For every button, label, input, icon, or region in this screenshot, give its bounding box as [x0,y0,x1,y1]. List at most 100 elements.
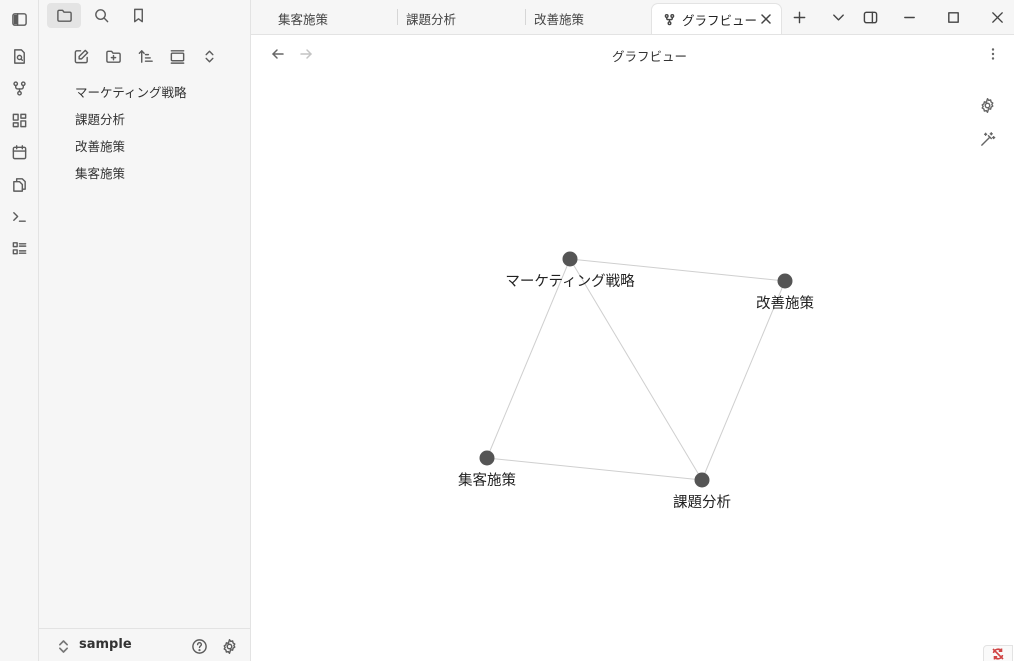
chevrons-up-down-icon [204,50,214,62]
plus-icon [793,11,805,23]
quick-switcher-button[interactable] [7,44,31,68]
tab-label: 課題分析 [406,12,457,27]
graph-edge-marketing-issues [569,258,703,481]
daily-note-button[interactable] [7,140,31,164]
close-icon[interactable] [759,12,773,26]
gallery-horizontal-icon [170,49,184,64]
graph-node-label-improve: 改善施策 [756,295,814,312]
graph-edge-improve-issues [701,280,786,481]
new-note-button[interactable] [69,44,93,68]
file-item-attract[interactable]: 集客施策 [75,166,126,181]
file-search-icon [13,48,25,64]
tab-separator [525,9,526,25]
sidebar-tab-header [39,0,251,34]
sort-ascending-icon [138,49,153,63]
file-item-marketing[interactable]: マーケティング戦略 [75,85,187,100]
list-icon [12,241,26,254]
sync-off-icon [992,647,1004,660]
graph-edge-marketing-attract [486,258,571,459]
animate-graph-button[interactable] [976,128,998,150]
file-item-improve[interactable]: 改善施策 [75,139,126,154]
graph-node-marketing[interactable] [562,251,578,267]
toggle-left-sidebar-button[interactable] [7,7,31,31]
auto-reveal-button[interactable] [165,44,189,68]
help-circle-icon [191,638,207,654]
magic-wand-icon [980,131,995,146]
chevrons-up-down-icon[interactable] [55,638,72,655]
file-explorer-actions [39,42,251,70]
file-explorer-tab[interactable] [47,3,81,28]
chevron-down-icon [832,13,844,21]
graph-edges [486,258,786,481]
graph-node-improve[interactable] [777,273,793,289]
graph-view-pane: マーケティング戦略改善施策集客施策課題分析 グラフビュー [251,34,1014,661]
search-icon [94,9,108,23]
vault-switcher-bar: sample [39,628,251,661]
folder-icon [56,9,72,22]
templates-button[interactable] [7,172,31,196]
folder-plus-icon [105,50,121,63]
tab-separator [397,9,398,25]
back-button[interactable] [267,44,289,64]
minimize-window-button[interactable] [898,6,920,28]
graph-edge-attract-issues [486,457,703,481]
terminal-icon [12,211,26,222]
sidebar-left-icon [11,12,27,26]
arrow-right-icon [300,49,312,59]
bookmarks-tab[interactable] [121,3,155,28]
tab-issues[interactable]: 課題分析 [406,3,456,34]
gear-icon [223,638,235,654]
vault-name[interactable]: sample [79,637,132,652]
minimize-icon [903,16,915,18]
bookmark-icon [133,8,143,23]
tab-graph-view[interactable]: グラフビュー [651,3,782,34]
graph-node-attract[interactable] [479,450,495,466]
graph-settings-button[interactable] [976,94,998,116]
help-button[interactable] [189,636,209,656]
tab-label: 集客施策 [278,12,329,27]
graph-view-button[interactable] [7,76,31,100]
maximize-window-button[interactable] [942,6,964,28]
files-icon [12,177,26,192]
more-options-button[interactable] [983,44,1003,64]
search-tab[interactable] [84,3,118,28]
graph-node-label-attract: 集客施策 [458,472,516,489]
forward-button[interactable] [295,44,317,64]
view-title: グラフビュー [611,49,687,64]
command-palette-button[interactable] [7,204,31,228]
new-tab-button[interactable] [788,6,810,28]
sidebar-right-icon [863,11,877,23]
git-fork-icon [663,13,676,26]
outline-button[interactable] [7,236,31,260]
close-icon [991,11,1003,23]
left-ribbon [0,0,39,661]
tab-label: グラフビュー [682,12,758,28]
maximize-icon [947,11,959,23]
gear-icon [981,97,993,113]
tab-improve[interactable]: 改善施策 [534,3,584,34]
arrow-left-icon [272,49,284,59]
calendar-icon [12,144,26,159]
graph-node-label-issues: 課題分析 [673,494,731,511]
close-window-button[interactable] [986,6,1008,28]
settings-button[interactable] [219,636,239,656]
canvas-button[interactable] [7,108,31,132]
file-tree: マーケティング戦略 課題分析 改善施策 集客施策 [75,82,187,190]
edit-icon [74,49,88,63]
left-sidebar: マーケティング戦略 課題分析 改善施策 集客施策 sample [39,0,251,661]
graph-node-issues[interactable] [694,472,710,488]
collapse-all-button[interactable] [197,44,221,68]
tab-list-button[interactable] [827,6,849,28]
file-item-issues[interactable]: 課題分析 [75,112,126,127]
sync-status-badge[interactable] [983,645,1013,661]
toggle-right-sidebar-button[interactable] [859,6,881,28]
tab-attract[interactable]: 集客施策 [278,3,328,34]
more-vertical-icon [991,48,995,60]
layout-dashboard-icon [12,113,26,127]
new-folder-button[interactable] [101,44,125,68]
graph-edge-marketing-improve [569,258,786,282]
sort-button[interactable] [133,44,157,68]
